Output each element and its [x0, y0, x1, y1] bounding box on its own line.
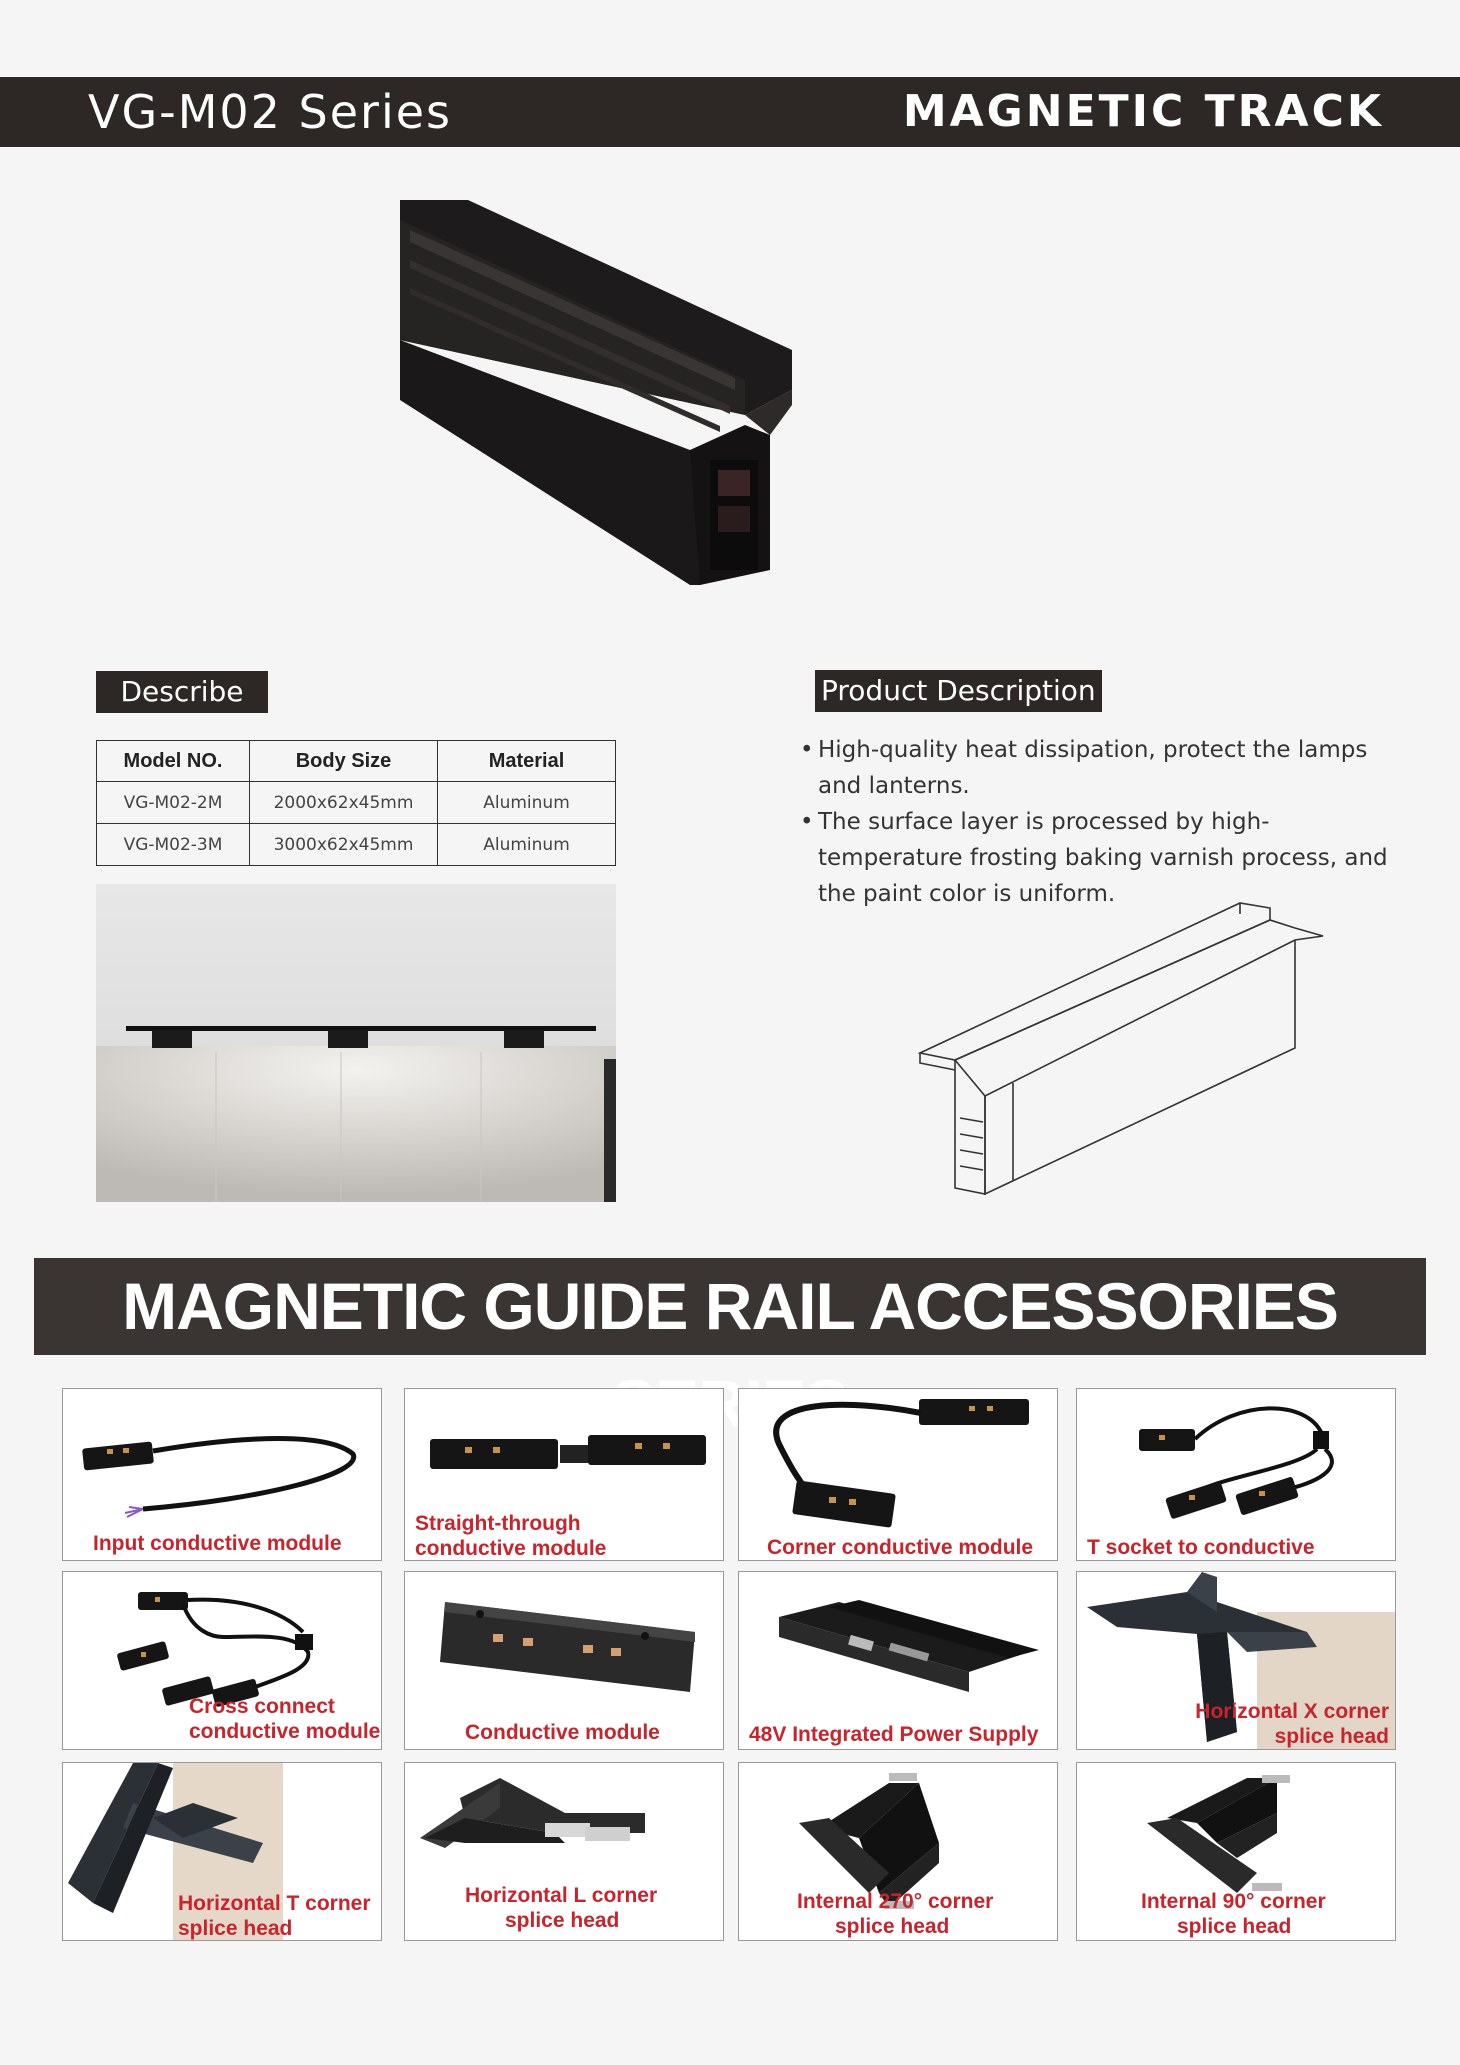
accessory-caption: Horizontal L corner [465, 1884, 658, 1907]
accessory-caption: splice head [505, 1909, 620, 1932]
x-corner-image [1087, 1572, 1395, 1749]
accessory-caption: splice head [1177, 1915, 1292, 1938]
installation-photo [96, 884, 616, 1202]
accessory-card-tsocket: T socket to conductive module [1076, 1388, 1396, 1561]
accessory-card-cross: Cross connect conductive module [62, 1571, 382, 1750]
table-row: VG-M02-2M 2000x62x45mm Aluminum [96, 781, 616, 824]
accessory-caption: 48V Integrated Power Supply [749, 1723, 1039, 1746]
l-corner-image [420, 1778, 645, 1848]
accessory-caption: conductive module [415, 1537, 607, 1560]
size-cell: 3000x62x45mm [249, 823, 438, 866]
cross-module-image [117, 1592, 313, 1707]
track-product-image [400, 200, 792, 585]
accessory-card-270: Internal 270° corner splice head [738, 1762, 1058, 1941]
series-title: VG-M02 Series [88, 85, 453, 139]
conductive-module-image [440, 1602, 695, 1692]
accessory-caption: Corner conductive module [767, 1536, 1034, 1559]
description-bullet: The surface layer is processed by high-t… [800, 804, 1400, 912]
table-row: VG-M02-3M 3000x62x45mm Aluminum [96, 823, 616, 866]
accessory-caption: Conductive module [465, 1721, 660, 1744]
size-cell: 2000x62x45mm [249, 781, 438, 824]
model-cell: VG-M02-3M [96, 823, 250, 866]
header-bar [0, 77, 1460, 147]
accessory-caption: Input conductive module [93, 1532, 342, 1555]
accessory-card-straight: Straight-through conductive module [404, 1388, 724, 1561]
track-line-drawing [917, 902, 1324, 1196]
table-header-row: Model NO. Body Size Material [96, 740, 616, 782]
accessory-card-corner: Corner conductive module [738, 1388, 1058, 1561]
column-header-model: Model NO. [96, 740, 250, 782]
accessory-caption: Cross connect [189, 1695, 335, 1718]
model-cell: VG-M02-2M [96, 781, 250, 824]
power-supply-image [779, 1600, 1039, 1692]
accessory-card-input: Input conductive module [62, 1388, 382, 1561]
corner-module-image [773, 1399, 1029, 1528]
t-corner-image [68, 1763, 283, 1940]
input-module-image [82, 1436, 357, 1518]
accessory-card-x-corner: Horizontal X corner splice head [1076, 1571, 1396, 1750]
accessory-caption: T socket to conductive module [1087, 1536, 1315, 1559]
accessory-caption: splice head [835, 1915, 950, 1938]
column-header-size: Body Size [249, 740, 438, 782]
accessory-caption: Horizontal T corner [178, 1892, 371, 1915]
accessory-card-l-corner: Horizontal L corner splice head [404, 1762, 724, 1941]
material-cell: Aluminum [437, 781, 616, 824]
product-description-tag: Product Description [815, 670, 1102, 712]
accessories-banner [34, 1258, 1426, 1355]
accessory-caption: Horizontal X corner [1195, 1700, 1389, 1723]
material-cell: Aluminum [437, 823, 616, 866]
accessory-caption: Straight-through [415, 1512, 581, 1535]
accessory-caption: splice head [1274, 1725, 1389, 1748]
category-title: MAGNETIC TRACK [902, 86, 1384, 137]
description-bullet: High-quality heat dissipation, protect t… [800, 732, 1400, 804]
accessory-card-conductive: Conductive module [404, 1571, 724, 1750]
spec-table: Model NO. Body Size Material VG-M02-2M 2… [96, 740, 616, 866]
accessory-caption: splice head [178, 1917, 293, 1940]
internal-90-image [1147, 1775, 1290, 1893]
accessories-title: MAGNETIC GUIDE RAIL ACCESSORIES SERIES [122, 1269, 1339, 1440]
column-header-material: Material [437, 740, 616, 782]
internal-270-image [799, 1773, 939, 1909]
accessory-card-t-corner: Horizontal T corner splice head [62, 1762, 382, 1941]
accessory-caption: Internal 90° corner [1141, 1890, 1326, 1913]
describe-tag: Describe [96, 671, 268, 713]
tsocket-module-image [1139, 1406, 1334, 1519]
accessory-caption: conductive module [189, 1720, 381, 1743]
straight-module-image [430, 1435, 706, 1469]
accessory-caption: Internal 270° corner [797, 1890, 994, 1913]
accessory-card-power: 48V Integrated Power Supply [738, 1571, 1058, 1750]
product-description-text: High-quality heat dissipation, protect t… [800, 732, 1400, 912]
accessory-card-90: Internal 90° corner splice head [1076, 1762, 1396, 1941]
